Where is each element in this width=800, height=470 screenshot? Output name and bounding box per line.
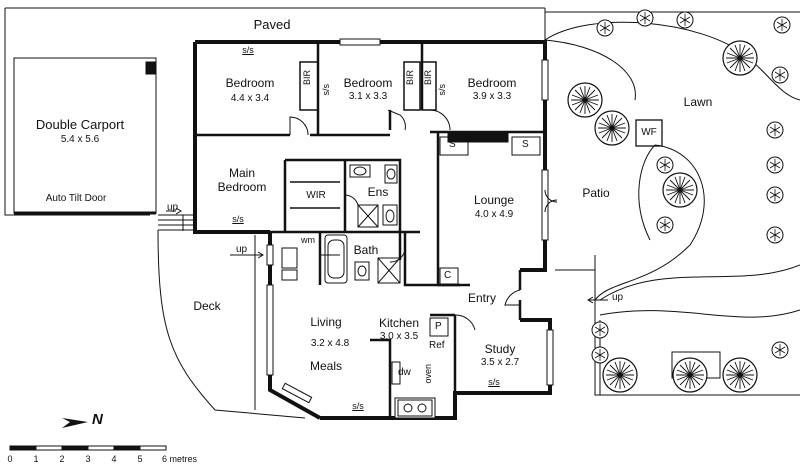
label-lawn: Lawn: [683, 95, 713, 109]
label-lounge: Lounge: [473, 193, 515, 207]
scale-tick-3: 3: [85, 454, 91, 464]
label-up-carport: up: [167, 202, 179, 213]
steps: [158, 207, 608, 410]
label-deck: Deck: [193, 299, 221, 313]
label-ss-main-bedroom: s/s: [232, 214, 244, 224]
label-bedroom-3-dim: 3.9 x 3.3: [472, 91, 512, 102]
label-double-carport: Double Carport: [35, 117, 125, 132]
label-living-dim: 3.2 x 4.8: [310, 338, 350, 349]
site-boundary: [4, 7, 800, 419]
label-lounge-dim: 4.0 x 4.9: [474, 209, 514, 220]
label-kitchen: Kitchen: [378, 316, 420, 330]
label-auto-tilt-door: Auto Tilt Door: [45, 193, 107, 204]
scale-bar: [9, 445, 167, 451]
scale-tick-5: 5: [137, 454, 143, 464]
fixtures: [281, 119, 721, 417]
compass-north-label: N: [92, 411, 103, 428]
label-bedroom-1: Bedroom: [225, 76, 275, 90]
label-bir-2: BIR: [405, 70, 415, 86]
label-s-left: S: [449, 139, 456, 150]
landscaping: [567, 9, 791, 393]
label-ref: Ref: [429, 340, 445, 351]
label-wf: WF: [641, 127, 657, 138]
label-bedroom-3: Bedroom: [467, 76, 517, 90]
label-ens: Ens: [367, 185, 389, 199]
scale-tick-0: 0: [7, 454, 13, 464]
label-double-carport-dim: 5.4 x 5.6: [60, 134, 100, 145]
label-main-bedroom-2: Bedroom: [217, 180, 267, 194]
label-paved: Paved: [253, 17, 291, 32]
scale-tick-6: 6 metres: [162, 454, 198, 464]
label-up-patio: up: [612, 292, 624, 303]
label-patio: Patio: [582, 186, 610, 200]
label-main-bedroom-1: Main: [228, 166, 256, 180]
label-bedroom-1-dim: 4.4 x 3.4: [230, 93, 270, 104]
label-oven: oven: [423, 364, 433, 384]
label-study-dim: 3.5 x 2.7: [480, 357, 520, 368]
label-kitchen-dim: 3.0 x 3.5: [379, 331, 419, 342]
label-living: Living: [310, 315, 342, 329]
label-study: Study: [484, 342, 516, 356]
label-bir-1: BIR: [302, 70, 312, 86]
compass-arrow: [62, 418, 88, 428]
label-ss-bedroom-2: s/s: [321, 84, 331, 96]
label-bir-3: BIR: [423, 70, 433, 86]
label-bedroom-2-dim: 3.1 x 3.3: [348, 91, 388, 102]
label-ss-kitchen: s/s: [352, 401, 364, 411]
label-bath: Bath: [353, 243, 379, 257]
label-p: P: [435, 321, 442, 332]
doors: [289, 109, 558, 331]
label-up-deck: up: [236, 244, 248, 255]
scale-tick-2: 2: [59, 454, 65, 464]
scale-tick-1: 1: [33, 454, 39, 464]
label-entry: Entry: [467, 291, 497, 305]
label-s-right: S: [522, 139, 529, 150]
robes: [290, 61, 437, 209]
label-c: C: [444, 270, 452, 281]
label-wir: WIR: [306, 190, 326, 201]
scale-tick-4: 4: [111, 454, 117, 464]
windows: [266, 38, 554, 419]
label-dw: dw: [398, 367, 411, 378]
label-ss-bedroom-1: s/s: [242, 45, 254, 55]
label-ss-study: s/s: [488, 377, 500, 387]
label-bedroom-2: Bedroom: [343, 76, 393, 90]
carport: [13, 57, 157, 215]
label-ss-bedroom-3: s/s: [437, 84, 447, 96]
label-wm: wm: [301, 235, 315, 245]
label-meals: Meals: [309, 359, 343, 373]
